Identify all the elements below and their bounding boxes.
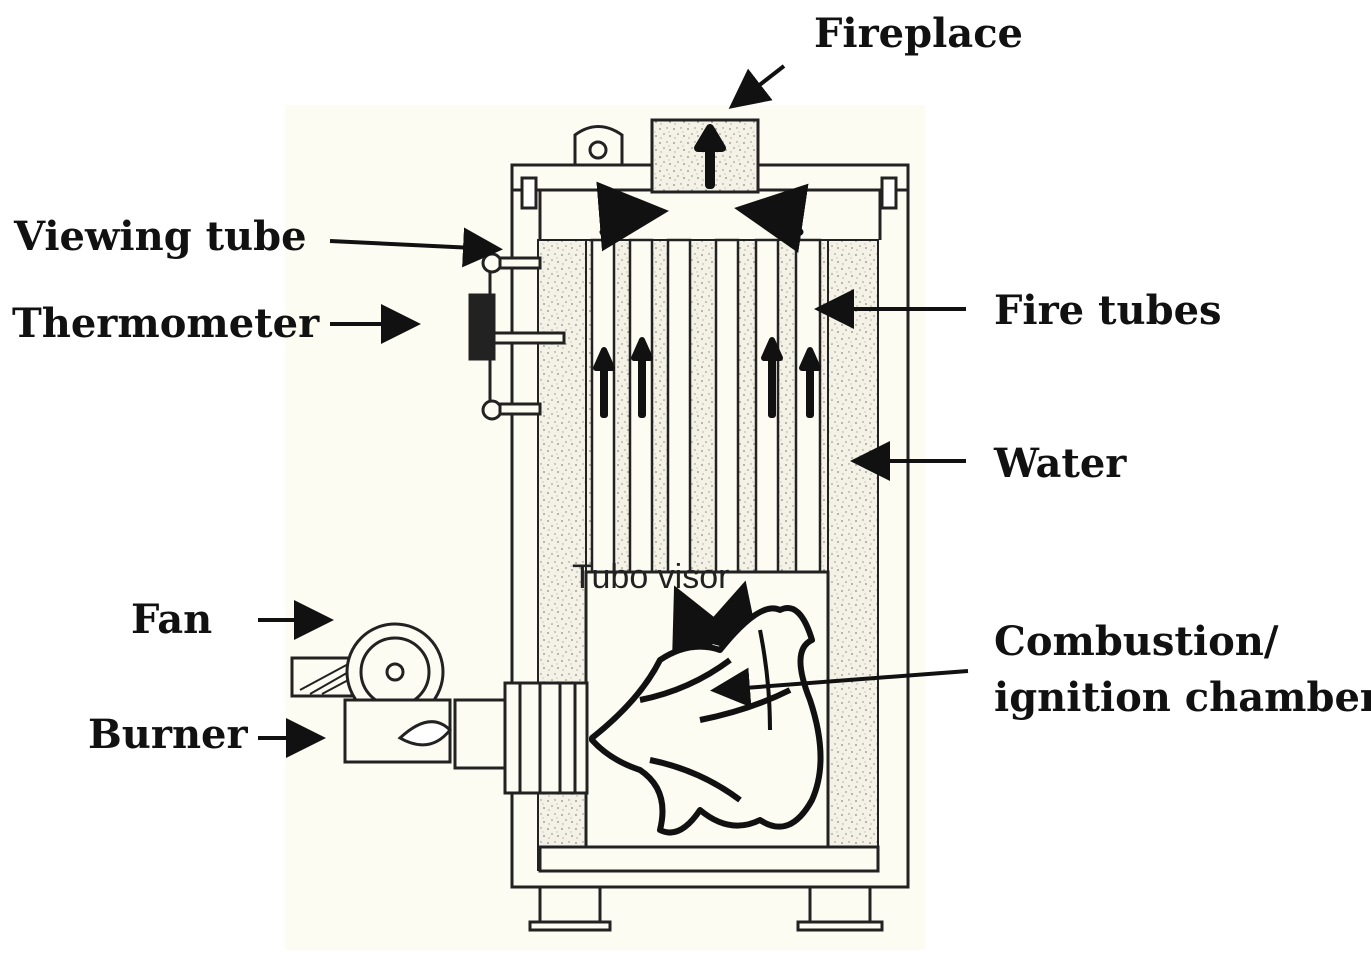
label-combustion-line2: ignition chamber <box>994 674 1371 721</box>
arrow-viewing-tube <box>329 227 503 268</box>
burner-unit <box>343 681 589 795</box>
label-burner: Burner <box>88 711 248 758</box>
label-viewing-tube: Viewing tube <box>14 213 307 260</box>
thermometer-fitting <box>468 293 566 361</box>
label-combustion-line1: Combustion/ <box>994 618 1279 665</box>
label-fireplace: Fireplace <box>814 10 1024 57</box>
flame <box>589 605 824 836</box>
viewing-tube-fitting <box>481 252 542 421</box>
label-thermometer: Thermometer <box>12 300 320 347</box>
top-flow-arrows <box>596 181 809 664</box>
tube-flow-arrows <box>593 337 821 418</box>
arrow-combustion-chamber <box>710 667 969 708</box>
boiler-feet <box>528 885 884 932</box>
label-fan: Fan <box>131 596 213 643</box>
chimney-outlet <box>650 118 760 194</box>
overlay-text-tubo-visor: Tubo visor <box>572 558 730 596</box>
label-water: Water <box>994 440 1127 487</box>
leader-arrows <box>258 64 969 758</box>
arrow-fireplace <box>728 64 786 109</box>
label-fire-tubes: Fire tubes <box>994 287 1222 334</box>
